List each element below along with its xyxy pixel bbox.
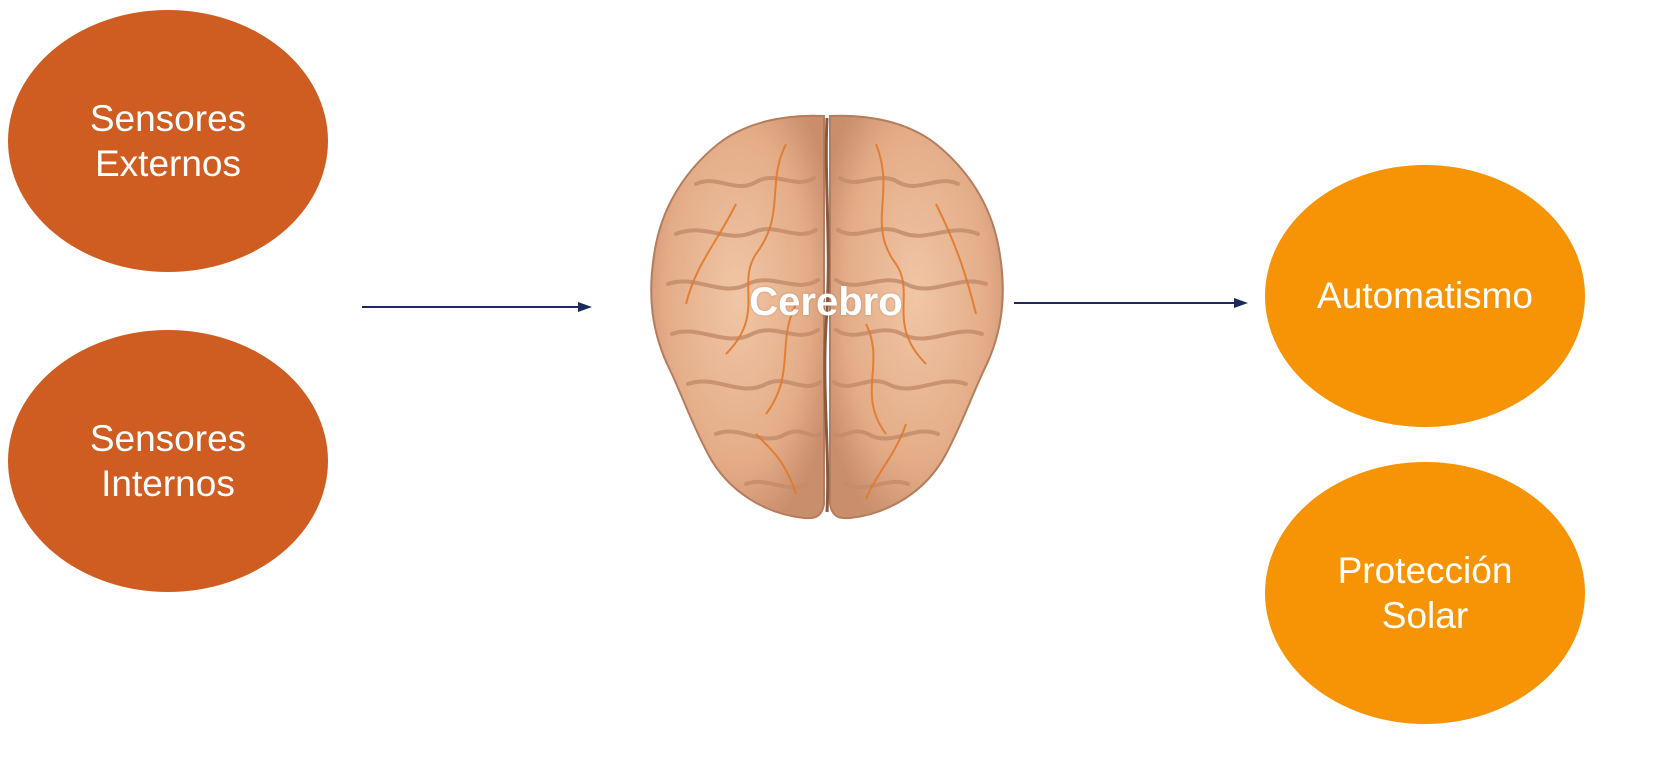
- sensores-externos-node: Sensores Externos: [8, 10, 328, 272]
- proteccion-solar-label: Protección Solar: [1338, 548, 1513, 638]
- output-arrow: [1014, 296, 1248, 310]
- sensores-externos-label: Sensores Externos: [90, 96, 246, 186]
- sensores-internos-label: Sensores Internos: [90, 416, 246, 506]
- sensores-internos-node: Sensores Internos: [8, 330, 328, 592]
- cerebro-label: Cerebro: [726, 280, 926, 325]
- input-arrow: [362, 300, 592, 314]
- automatismo-node: Automatismo: [1265, 165, 1585, 427]
- proteccion-solar-node: Protección Solar: [1265, 462, 1585, 724]
- automatismo-label: Automatismo: [1317, 273, 1533, 318]
